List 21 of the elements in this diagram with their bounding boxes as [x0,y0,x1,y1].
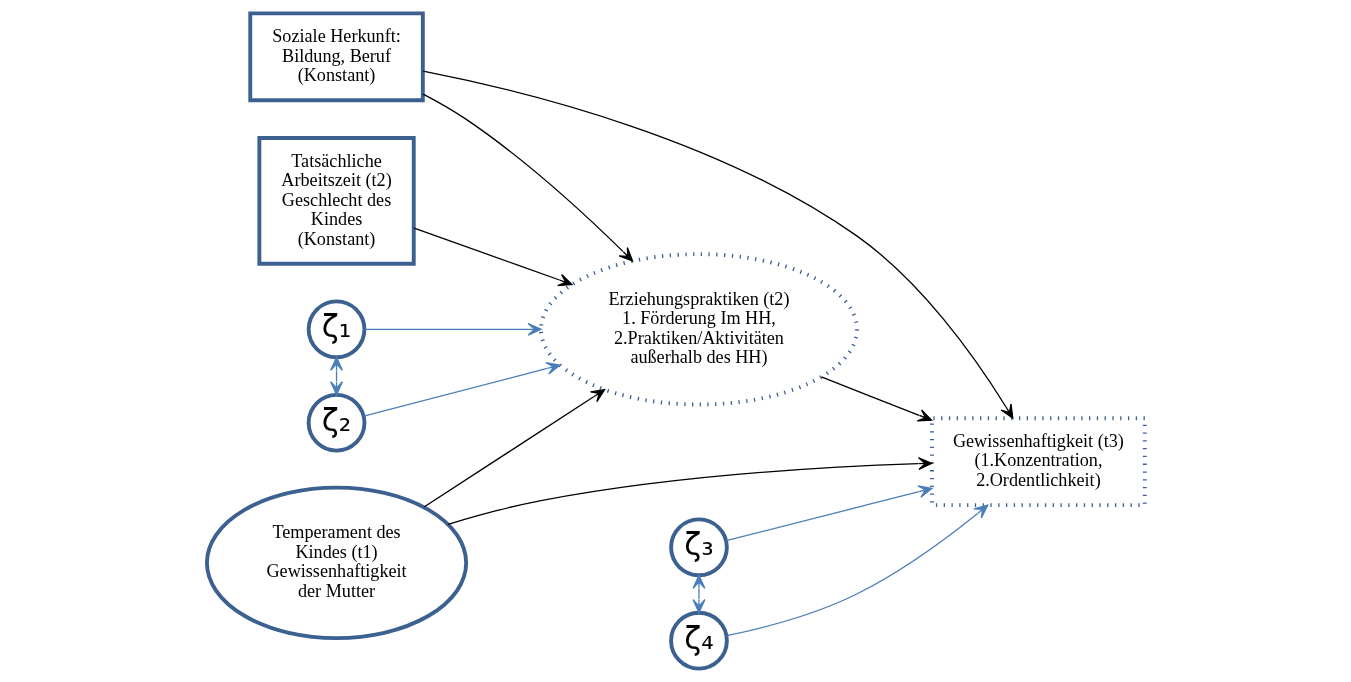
node-circle: ζ₂ [306,392,366,453]
arrow [413,227,573,287]
arrow [820,376,932,422]
node-ellipse: Erziehungspraktiken (t2) 1. Förderung Im HH, 2.Praktiken/Aktivitäten außerhalb des HH) [538,252,859,407]
arrow [725,485,933,542]
arrow [725,504,988,637]
node-box: Gewissenhaftigkeit (t3) (1.Konzentration, 2.Ordentlichkeit) [929,416,1147,508]
node-ellipse: Temperament des Kindes (t1) Gewissenhaftigkeit der Mutter [204,485,468,641]
arrow [363,322,542,336]
node-circle: ζ₃ [668,517,729,578]
arrow [422,70,1013,419]
node-box: Tatsächliche Arbeitszeit (t2) Geschlecht des Kindes (Konstant) [256,136,416,266]
arrow [692,574,705,614]
arrow [329,356,343,396]
arrow [422,389,605,508]
arrow [446,457,932,525]
node-box: Soziale Herkunft: Bildung, Beruf (Konstant) [247,11,425,103]
node-circle: ζ₁ [306,299,366,360]
node-circle: ζ₄ [668,610,729,671]
arrow [421,93,633,262]
arrow [362,362,561,417]
